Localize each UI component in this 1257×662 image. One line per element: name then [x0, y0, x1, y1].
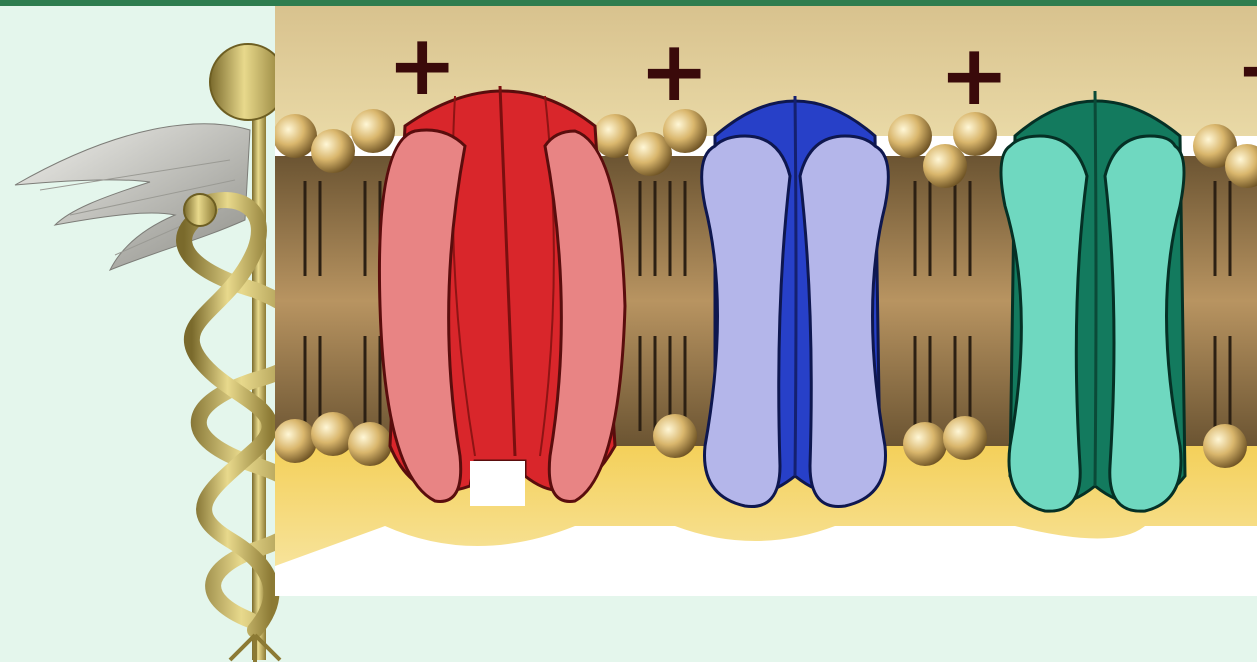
charge-mark: + — [939, 26, 1009, 124]
membrane-illustration: + + + + — [275, 6, 1257, 596]
channel-green — [1001, 91, 1185, 511]
channel-blue — [702, 96, 889, 507]
charge-mark: + — [1235, 20, 1257, 118]
charge-mark: + — [387, 16, 457, 114]
caduceus-icon — [0, 20, 300, 662]
channel-red — [379, 86, 625, 506]
charge-mark: + — [639, 22, 709, 120]
